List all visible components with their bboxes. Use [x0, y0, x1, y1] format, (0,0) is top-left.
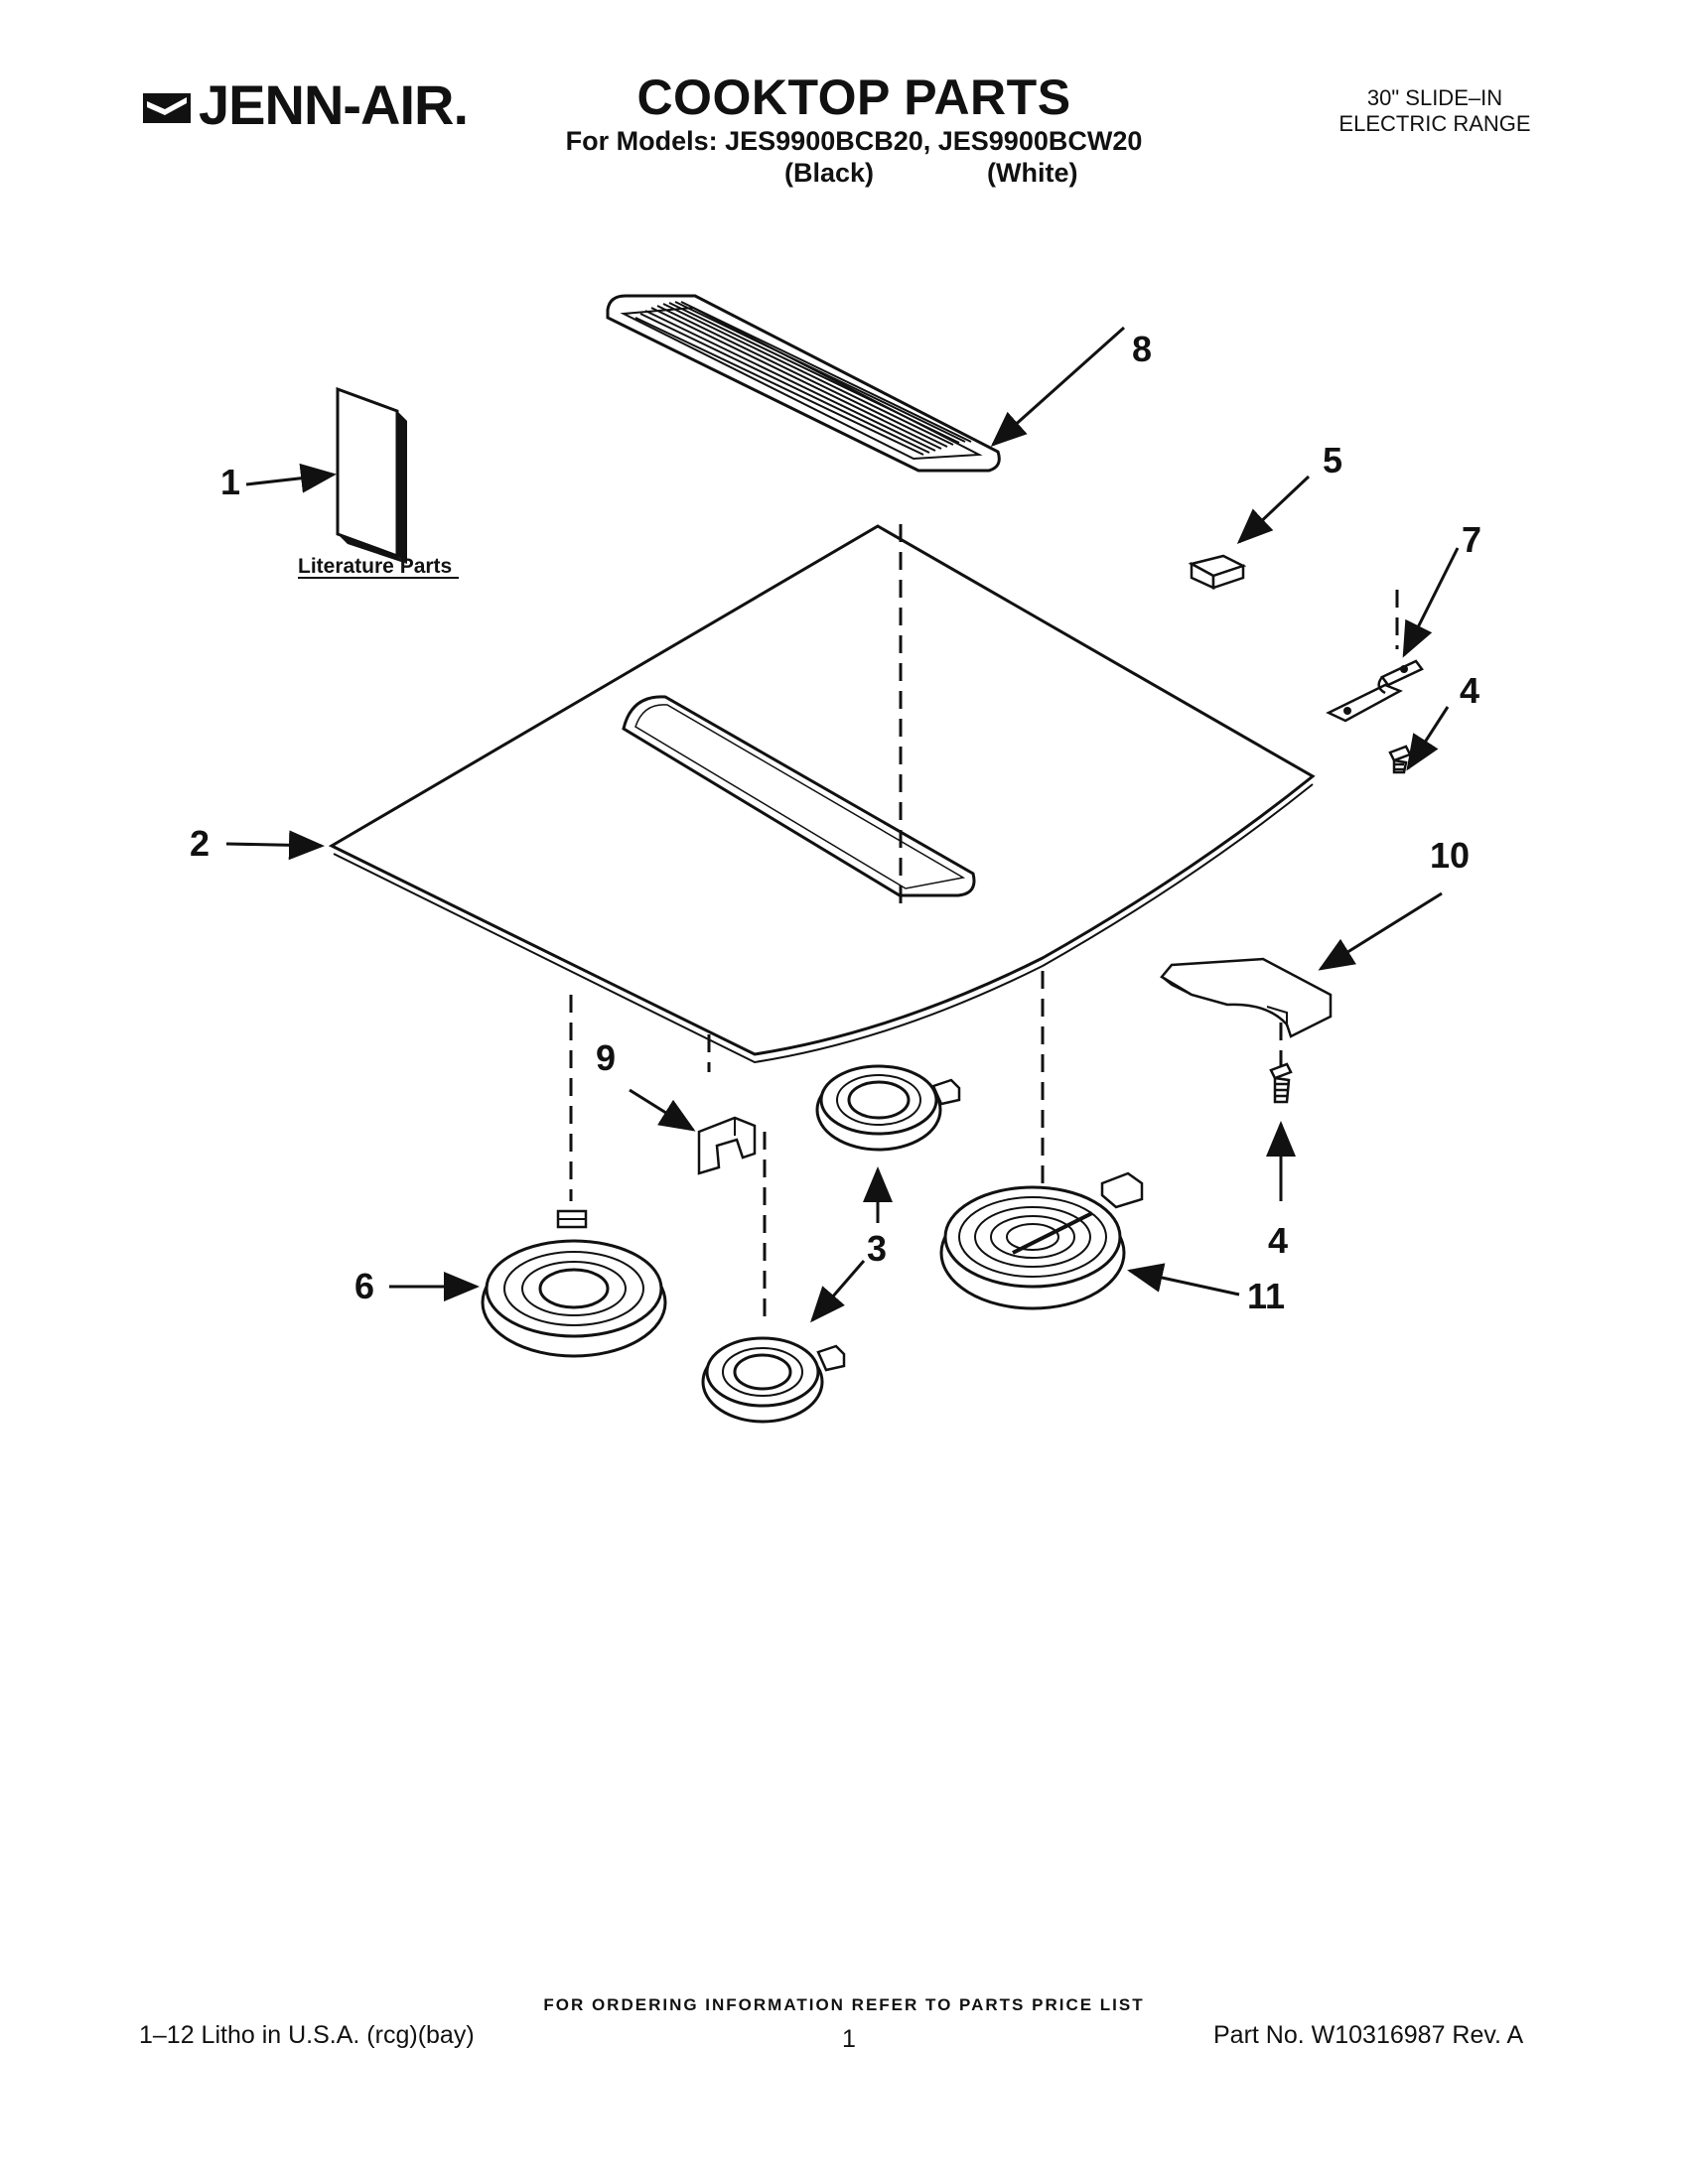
literature-parts-label: Literature Parts — [298, 555, 452, 578]
color-label-white: (White) — [987, 158, 1078, 188]
callout-7: 7 — [1462, 519, 1481, 560]
callout-2: 2 — [190, 823, 210, 864]
callout-3-lower: 3 — [867, 1228, 887, 1269]
literature-parts-booklet — [336, 386, 407, 564]
radiant-element-large-right — [939, 1171, 1144, 1310]
callout-9: 9 — [596, 1037, 616, 1078]
screw-upper — [1388, 745, 1412, 774]
callout-4-upper: 4 — [1460, 670, 1479, 711]
litho-info: 1–12 Litho in U.S.A. (rcg)(bay) — [139, 2021, 475, 2049]
callout-4-lower: 4 — [1268, 1220, 1288, 1261]
product-type-line2: ELECTRIC RANGE — [1338, 111, 1531, 136]
product-type: 30" SLIDE–IN ELECTRIC RANGE — [1311, 85, 1559, 137]
radiant-element-small-lower — [701, 1336, 846, 1424]
mounting-clip — [697, 1116, 757, 1175]
brand-name: JENN-AIR. — [199, 73, 469, 136]
mounting-bracket — [1326, 659, 1424, 723]
brand-logo: JENN-AIR. — [139, 71, 477, 141]
callout-6: 6 — [354, 1266, 374, 1306]
vent-grille — [606, 294, 1001, 473]
radiant-element-small-upper — [815, 1064, 961, 1152]
thermal-pad-block — [1188, 554, 1247, 590]
ordering-note: FOR ORDERING INFORMATION REFER TO PARTS … — [543, 1995, 1145, 2014]
screw-lower — [1269, 1062, 1293, 1104]
callout-arrows — [225, 326, 1460, 1323]
callout-8: 8 — [1132, 329, 1152, 369]
callout-10: 10 — [1430, 835, 1470, 876]
callout-1: 1 — [220, 462, 240, 502]
shield-plate — [1160, 957, 1333, 1038]
radiant-element-large-left — [481, 1209, 667, 1358]
callout-5: 5 — [1323, 440, 1342, 480]
page-number: 1 — [842, 2025, 856, 2053]
part-number: Part No. W10316987 Rev. A — [1213, 2021, 1524, 2049]
alignment-lines — [569, 524, 1399, 1325]
page-title: COOKTOP PARTS — [636, 69, 1071, 125]
model-numbers: For Models: JES9900BCB20, JES9900BCW20 — [565, 126, 1143, 156]
color-label-black: (Black) — [784, 158, 875, 188]
cooktop-glass-top — [328, 524, 1316, 1064]
product-type-line1: 30" SLIDE–IN — [1366, 85, 1503, 110]
jenn-air-logo-mark-icon — [143, 93, 191, 123]
callout-11: 11 — [1247, 1276, 1285, 1316]
